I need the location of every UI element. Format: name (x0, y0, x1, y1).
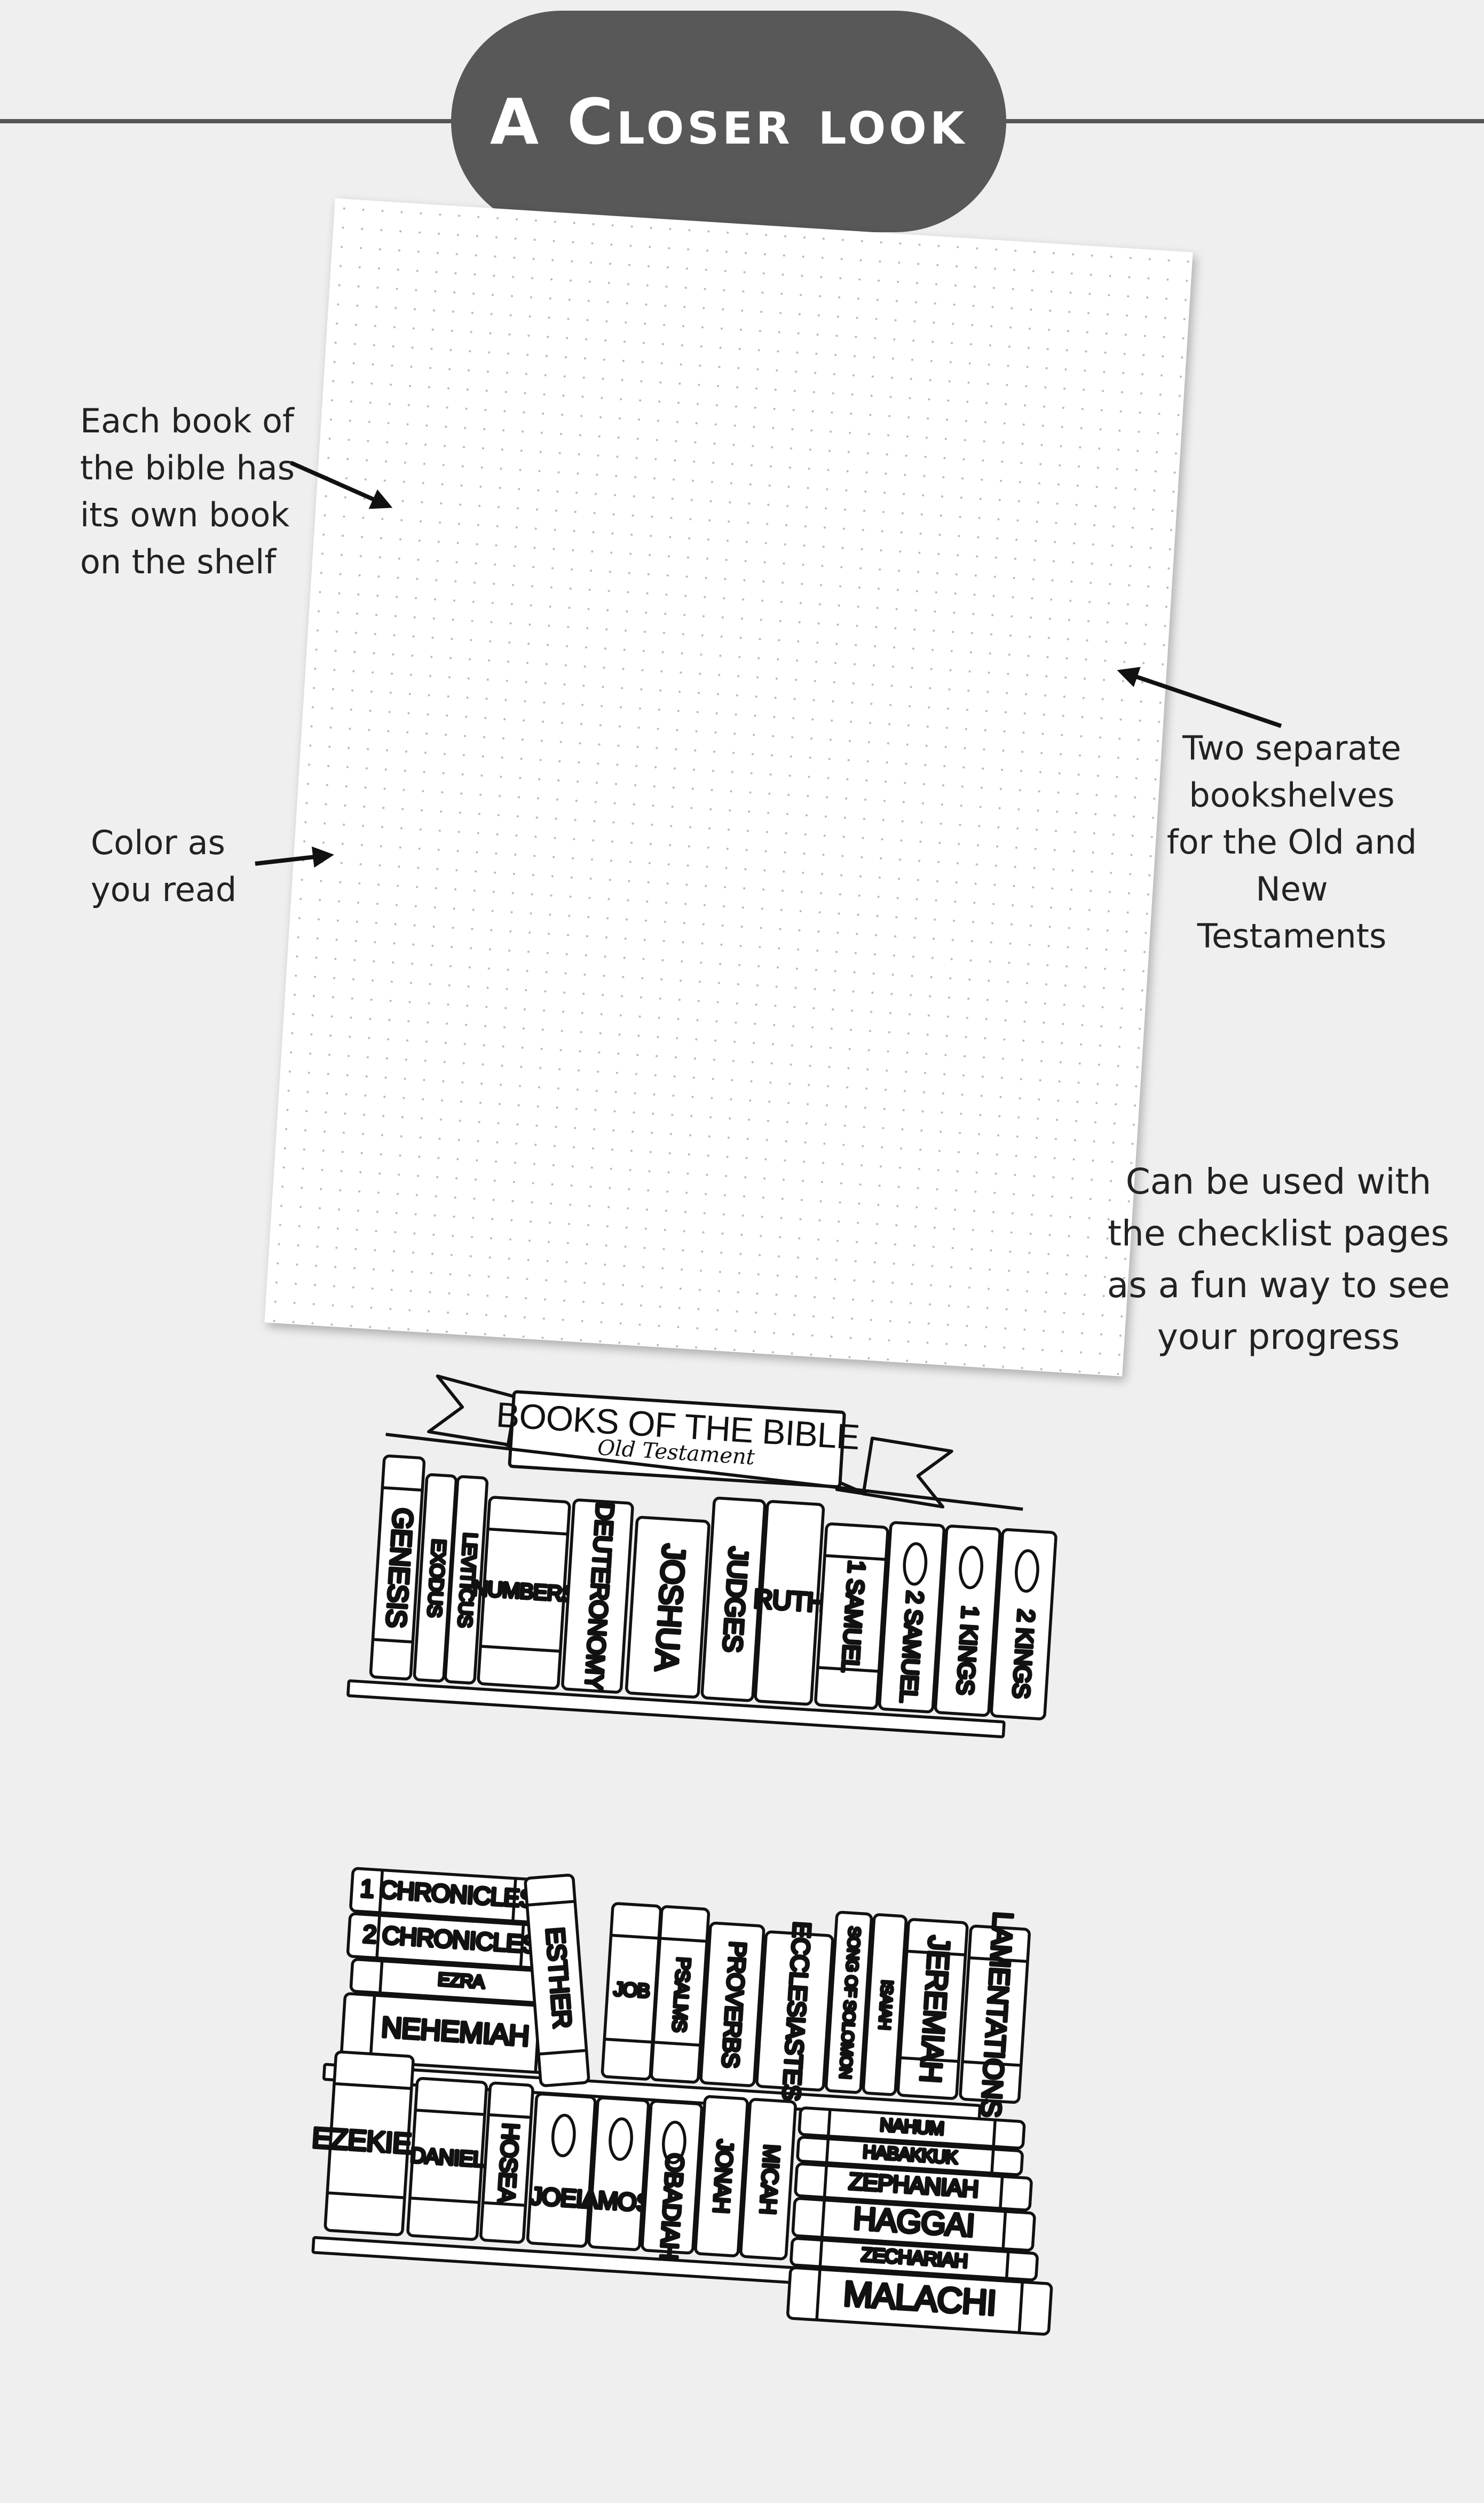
book-daniel[interactable]: DANIEL (405, 2077, 489, 2241)
annotation-each-book: Each book of the bible has its own book … (80, 401, 295, 581)
annotation-two-shelves: Two separate bookshelves for the Old and… (1166, 729, 1417, 956)
book-label: NAHUM (879, 2115, 944, 2139)
book-jeremiah[interactable]: JEREMIAH (896, 1918, 969, 2100)
book-jonah[interactable]: JONAH (694, 2095, 749, 2257)
book-label: DANIEL (409, 2144, 485, 2172)
book-label: RUTH (753, 1584, 826, 1618)
book-label: ISAIAH (875, 1979, 896, 2030)
book-2-samuel[interactable]: 2 SAMUEL (878, 1521, 946, 1714)
book-label: MICAH (755, 2144, 785, 2215)
annotation-checklist: Can be used with the checklist pages as … (1107, 1161, 1450, 1357)
book-lamentations[interactable]: LAMENTATIONS (959, 1909, 1031, 2119)
book-joel[interactable]: JOEL (526, 2093, 597, 2248)
book-proverbs[interactable]: PROVERBS (699, 1921, 765, 2087)
book-hosea[interactable]: HOSEA (479, 2081, 534, 2244)
book-label: PSALMS (668, 1956, 695, 2032)
annotation-arrows (255, 461, 1282, 868)
book-label: HAGGAI (852, 2200, 975, 2244)
annotation-color-as-you-read: Color as you read (91, 823, 237, 909)
arrow-to-shelf (1117, 667, 1282, 728)
book-label: AMOS (581, 2185, 653, 2217)
book-label: HOSEA (493, 2122, 524, 2204)
book-label: 2 KINGS (1007, 1608, 1039, 1699)
page-title: A Closer look (490, 84, 968, 159)
book-1-kings[interactable]: 1 KINGS (934, 1525, 1001, 1717)
book-label: EZRA (437, 1969, 485, 1992)
book-joshua[interactable]: JOSHUA (625, 1515, 711, 1699)
banner-left-tail (427, 1374, 518, 1447)
book-deuteronomy[interactable]: DEUTERONOMY (561, 1498, 634, 1694)
book-ecclesiastes[interactable]: ECCLESIASTES (755, 1920, 834, 2103)
header-rule-right (998, 119, 1484, 123)
header-pill: A Closer look (451, 11, 1006, 232)
arrow-to-ezra (255, 846, 334, 868)
book-label: JOB (613, 1978, 650, 2002)
book-2-kings[interactable]: 2 KINGS (990, 1528, 1057, 1720)
book-label: 1 KINGS (952, 1605, 983, 1695)
book-micah[interactable]: MICAH (739, 2098, 797, 2261)
arrow-to-genesis (290, 461, 393, 509)
bookshelf-illustration: BOOKS OF THE BIBLE Old Testament GENESIS… (310, 1374, 1057, 2336)
header-rule-left (0, 119, 459, 123)
book-1-samuel[interactable]: 1 SAMUEL (814, 1522, 889, 1710)
book-label: JONAH (708, 2139, 738, 2214)
book-obadiah[interactable]: OBADIAH (641, 2099, 704, 2262)
book-psalms[interactable]: PSALMS (650, 1905, 711, 2084)
